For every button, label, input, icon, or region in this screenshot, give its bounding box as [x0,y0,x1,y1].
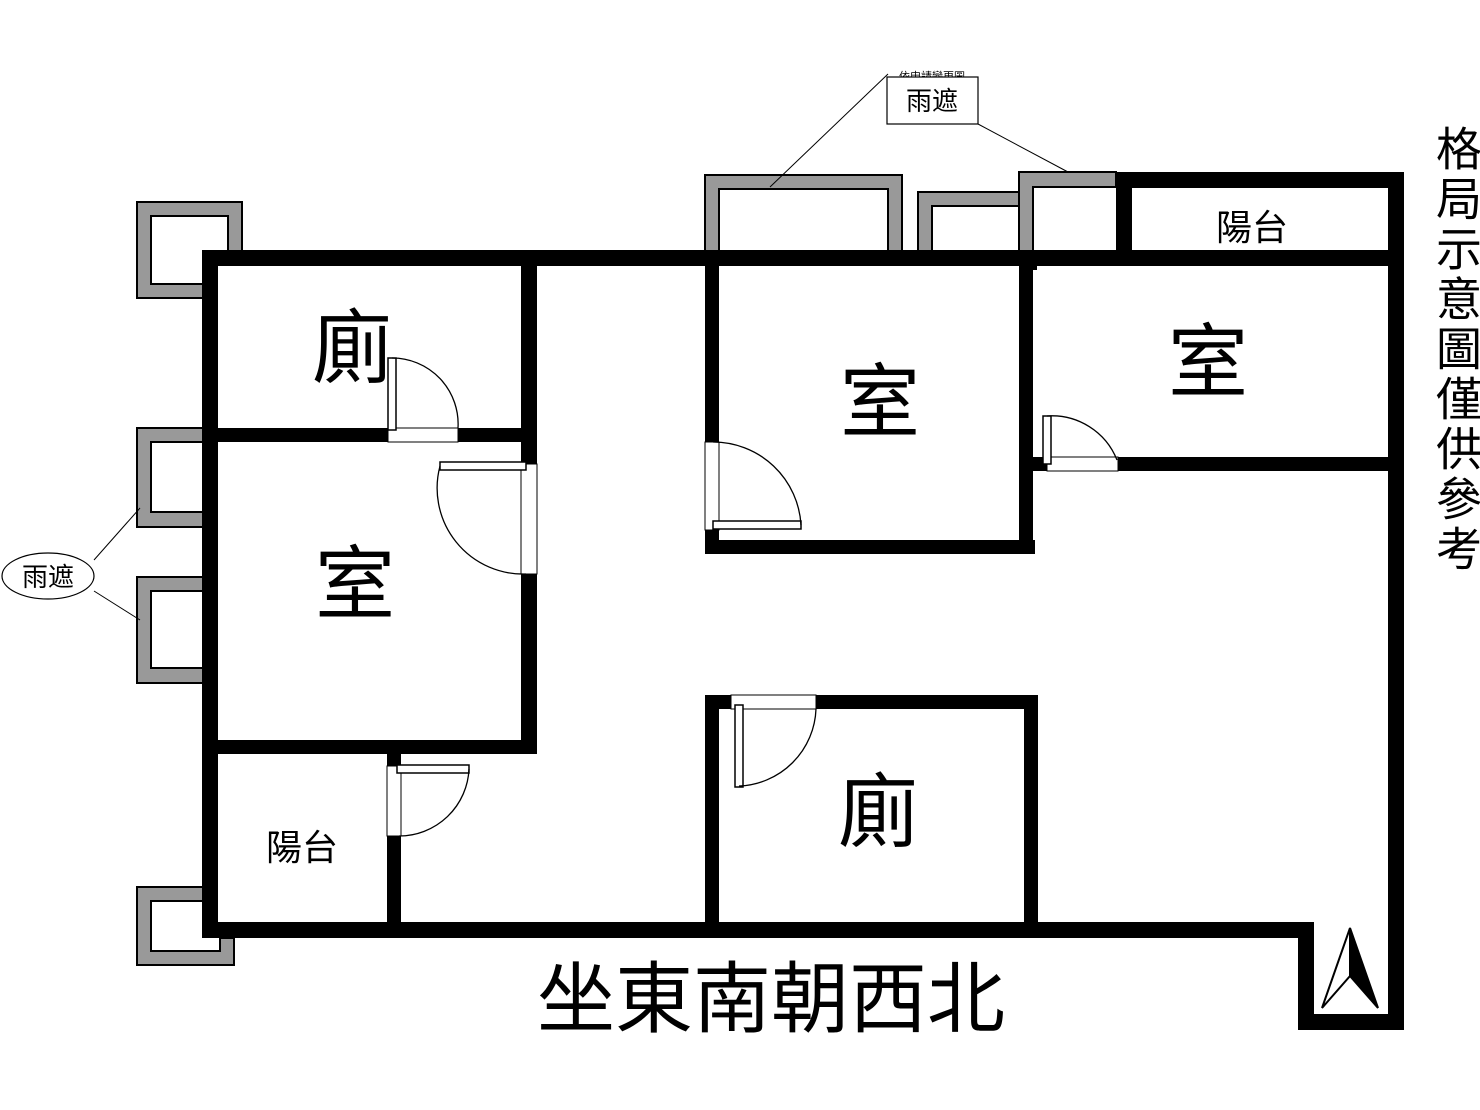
canopy-ledge-top-1 [704,174,903,253]
room-label-balcony-top: 陽台 [1216,208,1288,249]
wall-room-left-right [521,574,537,752]
canopy-ledge-top-3 [1018,171,1117,253]
disclaimer-note: 格局示意圖僅供參考 [1429,125,1480,575]
wall-bath-upper-bottom-b [458,428,537,442]
wall-bottom [202,922,1314,938]
wall-top-left [202,250,1118,266]
north-arrow-icon [1321,927,1379,1009]
wall-balcony-top [1116,172,1404,188]
leader-top-right [977,123,1069,173]
wall-right [1388,172,1404,1030]
leader-left-upper [93,507,141,561]
wall-bath-lower-left [705,695,719,930]
leader-left-lower [93,590,141,621]
wall-top-right [1116,250,1404,266]
callout-canopy-top: 依申請變更圖 雨遮 [886,69,979,125]
wall-bath-upper-right [521,262,537,464]
wall-room-right-bottom-b [1118,457,1398,471]
wall-room-left-bottom [202,740,537,754]
canopy-ledge-left-top [136,201,243,299]
callout-canopy-top-label: 雨遮 [906,87,958,117]
orientation-label: 坐東南朝西北 [537,955,1005,1045]
wall-room-right-left [1033,262,1037,270]
room-label-room-middle: 室 [840,356,920,449]
wall-balcony-bottom-a [387,752,401,766]
door-room-right [1042,415,1119,472]
wall-room-mid-bottom [705,540,1035,554]
callout-canopy-left: 雨遮 [1,552,95,600]
wall-bath-lower-right [1024,695,1038,930]
room-label-bath-lower: 廁 [838,766,918,859]
room-labels: 廁 室 室 室 廁 陽台 陽台 [266,208,1288,869]
room-label-room-right: 室 [1168,316,1248,409]
doors [386,357,1119,837]
wall-room-mid-left-a [705,262,719,442]
door-room-middle [704,441,802,531]
wall-notch-bottom [1298,1014,1404,1030]
wall-balcony-bottom-b [387,836,401,932]
canopy-ledge-left-mid2 [136,576,204,684]
leader-top-left [769,73,889,188]
door-bath-upper [387,357,459,443]
canopy-ledge-left-mid1 [136,427,204,528]
wall-balcony-left [1116,172,1132,266]
wall-left [202,250,218,938]
callout-canopy-left-label: 雨遮 [22,563,74,593]
room-label-bath-upper: 廁 [312,302,392,395]
door-balcony-bottom [386,764,470,837]
callout-leaders [93,73,1069,621]
walls [202,172,1404,1030]
room-label-room-left: 室 [315,538,395,631]
door-room-left [436,461,538,575]
canopy-ledge-top-2 [917,191,1034,253]
wall-bath-upper-bottom-a [202,428,388,442]
wall-bath-lower-top-b [816,695,1038,709]
room-label-balcony-bottom: 陽台 [266,828,338,869]
wall-notch-left [1298,922,1314,1030]
wall-room-mid-right [1019,262,1033,554]
door-bath-lower [730,694,817,788]
